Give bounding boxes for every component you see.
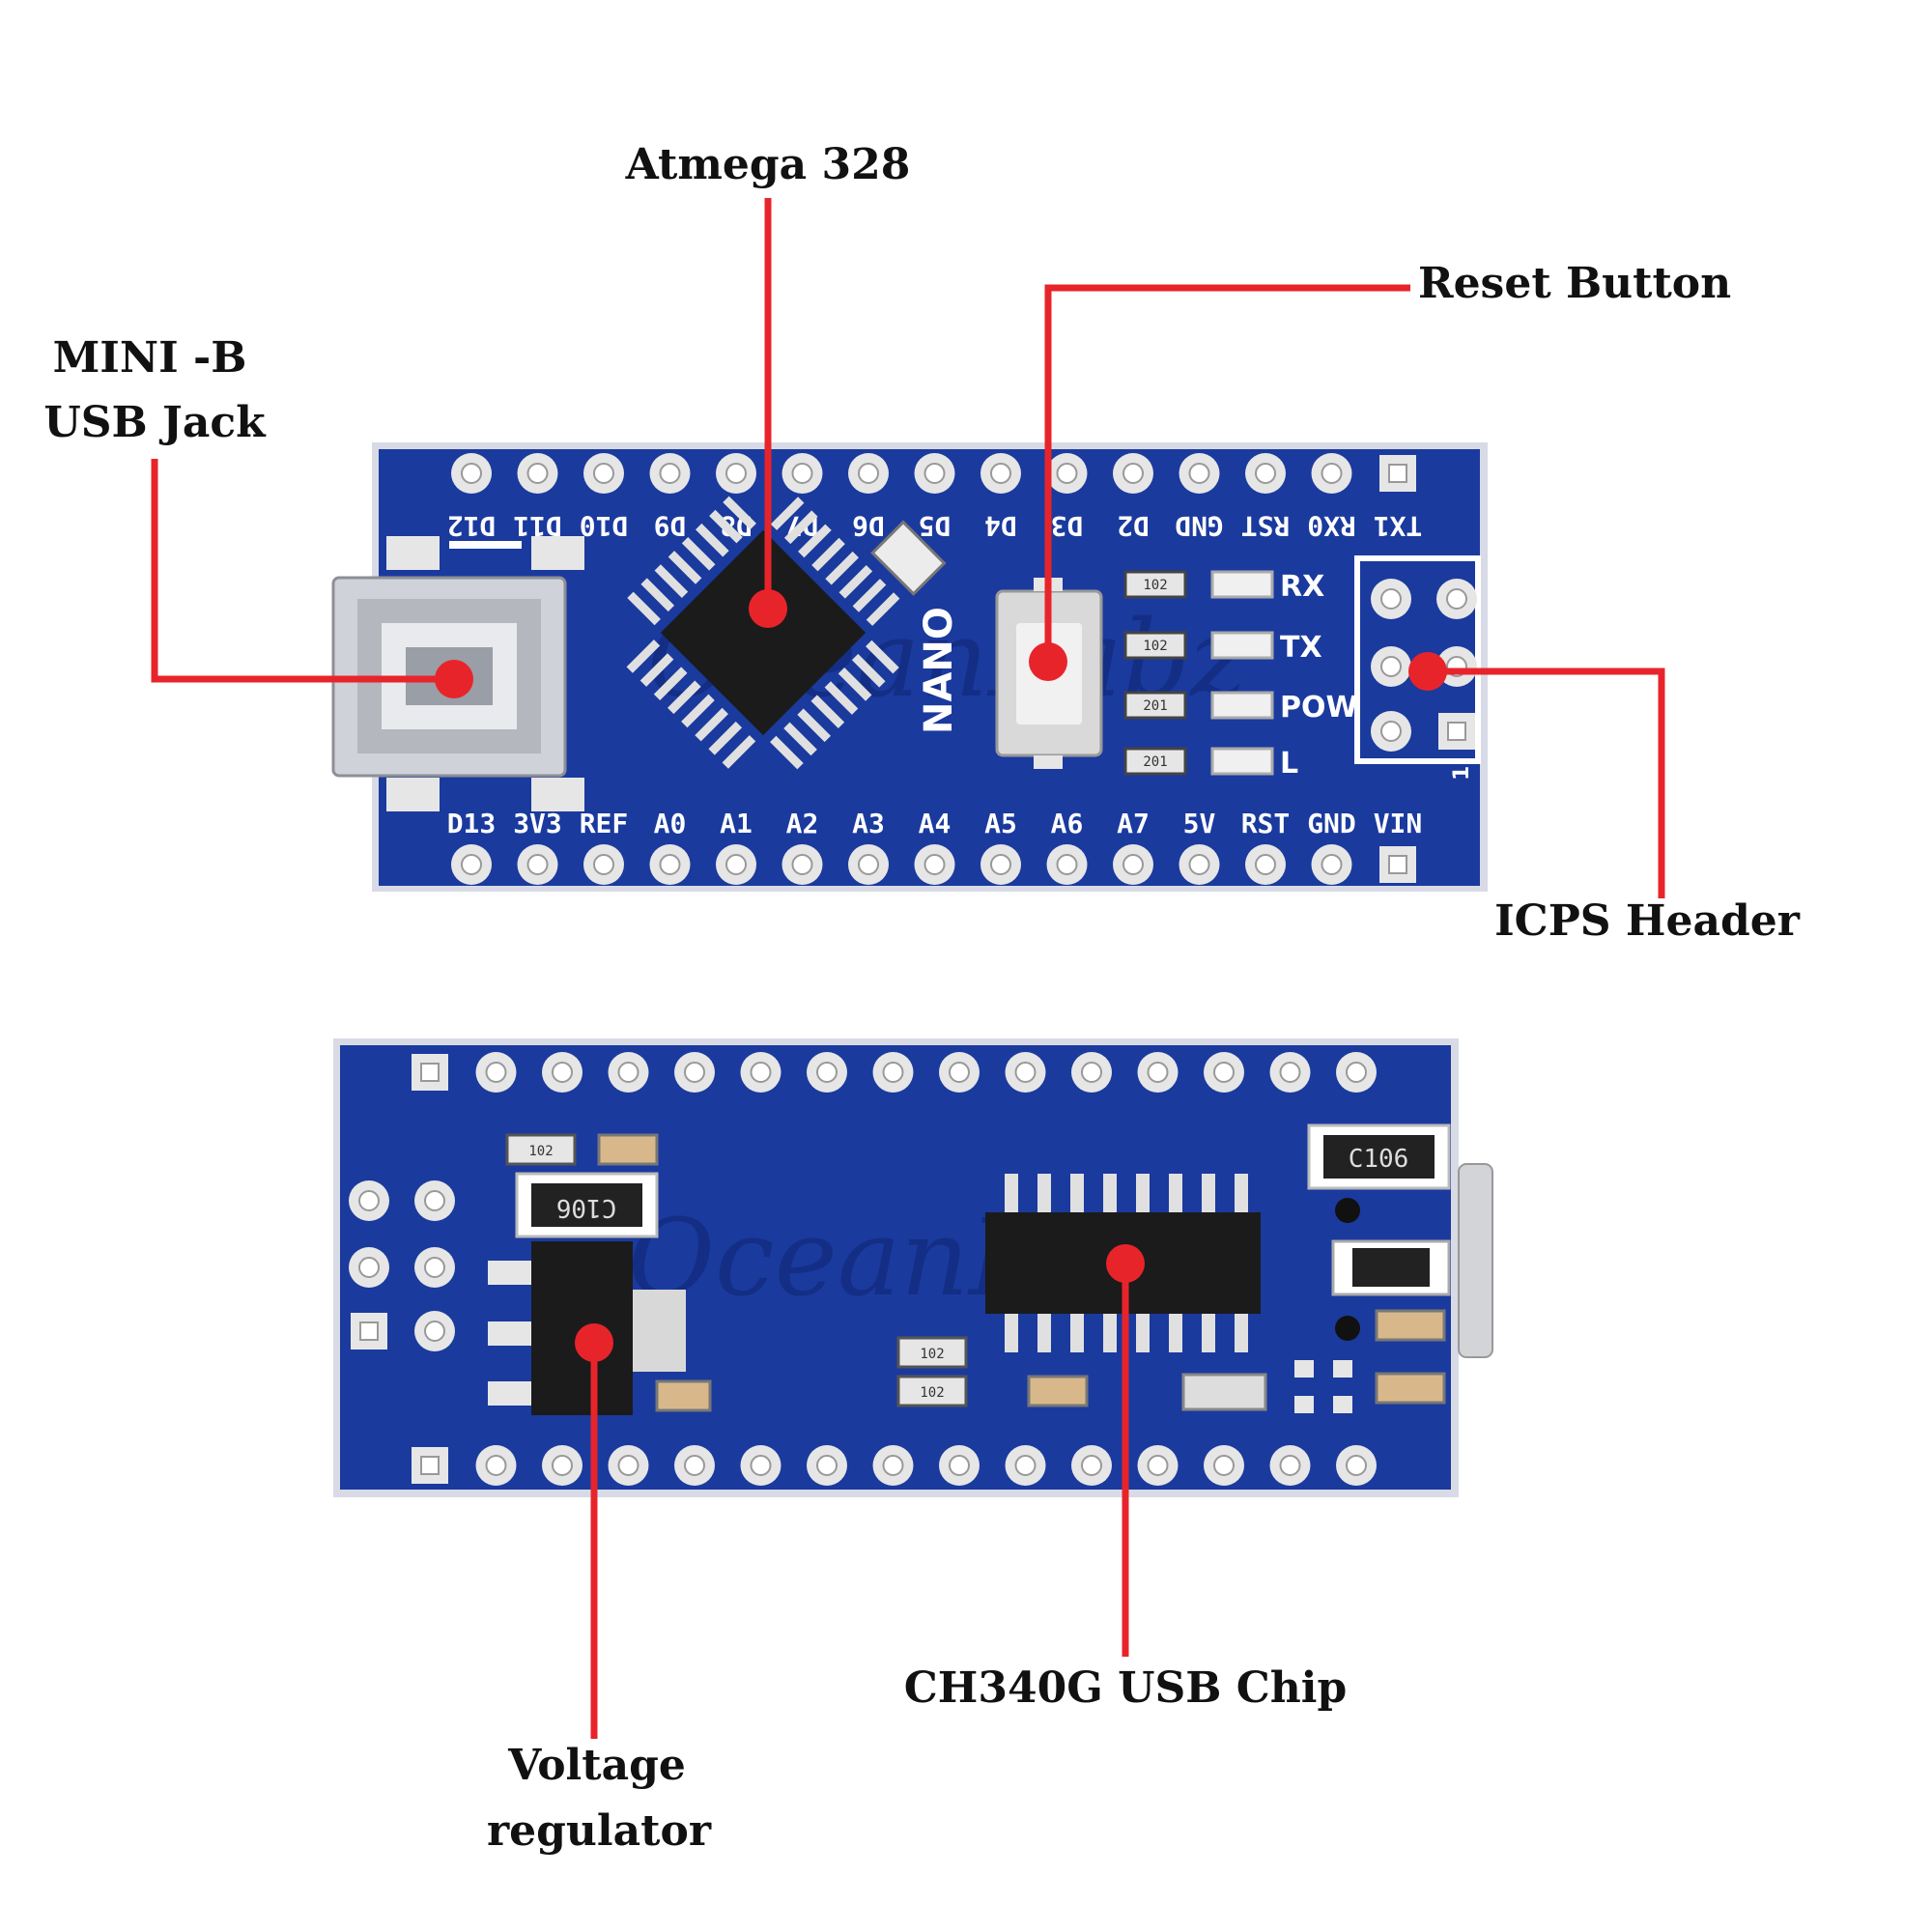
pin-label-bottom: 3V3 xyxy=(513,808,562,839)
icsp-pin1-label: 1 xyxy=(1450,766,1474,781)
label-atmega: Atmega 328 xyxy=(625,140,911,189)
status-led xyxy=(1210,631,1274,660)
resistor xyxy=(1123,691,1187,720)
status-led xyxy=(1210,691,1274,720)
pin-label-bottom: D13 xyxy=(447,808,497,839)
pin-label-bottom: RST xyxy=(1241,808,1291,839)
bottom-smd-parts: 102 102 102 xyxy=(505,1133,1493,1413)
cap-c106-left: C106 xyxy=(515,1172,659,1238)
pin-label-top: D10 xyxy=(580,510,629,542)
cap-label-left: C106 xyxy=(556,1193,617,1222)
led-label: POW xyxy=(1280,691,1358,724)
pin-label-top: D4 xyxy=(984,510,1017,542)
cap-c106-right: C106 xyxy=(1307,1123,1451,1190)
bottom-board-icsp-pads xyxy=(349,1180,455,1351)
top-board: OceanLabz D12D11D10D9D8D7D6D5D4D3D2GNDRS… xyxy=(331,442,1488,892)
pin-label-bottom: A0 xyxy=(654,808,687,839)
pin-label-bottom: VIN xyxy=(1374,808,1423,839)
resistor-code: 102 xyxy=(1143,578,1167,593)
pin-label-bottom: A3 xyxy=(852,808,885,839)
pin-label-bottom: A5 xyxy=(984,808,1017,839)
pin-label-bottom: A1 xyxy=(720,808,753,839)
bottom-pin-labels: D13 3V3 REF A0 A1 A2 A3 A4 A5 A6 A7 5V RST GND VIN xyxy=(447,808,1423,839)
callout-dot-usb-jack xyxy=(435,660,473,698)
bottom-board-bottom-pads xyxy=(412,1445,1377,1486)
callout-line-icsp xyxy=(1428,668,1665,898)
pin-label-bottom: A7 xyxy=(1117,808,1150,839)
pin-label-top: RX0 xyxy=(1307,510,1356,542)
cap-label-right: C106 xyxy=(1349,1145,1409,1174)
led-label: TX xyxy=(1280,631,1322,665)
led-label: L xyxy=(1280,747,1298,781)
status-led xyxy=(1210,570,1274,599)
pin-label-bottom: A2 xyxy=(786,808,819,839)
top-pin-row xyxy=(451,453,1416,494)
pin-label-top: D5 xyxy=(919,510,952,542)
pin-label-top: D9 xyxy=(654,510,687,542)
resistor xyxy=(1123,631,1187,660)
atmega328-chip xyxy=(626,496,900,770)
label-usb-jack-line1: MINI -B xyxy=(53,333,247,383)
pin-label-top: GND xyxy=(1175,510,1224,542)
label-ch340g: CH340G USB Chip xyxy=(904,1663,1347,1713)
callout-dot-regulator xyxy=(575,1323,613,1362)
resistor-code: 201 xyxy=(1143,754,1167,770)
icsp-header: 1 xyxy=(1354,555,1481,781)
pin-label-bottom: GND xyxy=(1307,808,1356,839)
resistor xyxy=(1123,570,1187,599)
pin-label-top: D6 xyxy=(852,510,885,542)
label-regulator-line2: regulator xyxy=(487,1806,712,1856)
status-led xyxy=(1210,747,1274,776)
bottom-board-top-pads xyxy=(412,1052,1377,1093)
pin-label-top: D2 xyxy=(1117,510,1150,542)
callout-line-usb-jack xyxy=(151,459,454,683)
label-usb-jack-line2: USB Jack xyxy=(43,398,267,447)
callout-line-reset xyxy=(1044,284,1410,662)
svg-text:102: 102 xyxy=(528,1144,553,1159)
pin-label-top: D12 xyxy=(447,510,497,542)
top-pin-labels: D12D11D10D9D8D7D6D5D4D3D2GNDRSTRX0TX1 xyxy=(447,510,1423,542)
pin-label-bottom: 5V xyxy=(1183,808,1216,839)
pin-label-bottom: A6 xyxy=(1051,808,1084,839)
callout-dot-icsp xyxy=(1408,652,1447,691)
bottom-pin-row xyxy=(451,844,1416,885)
pin-label-bottom: REF xyxy=(580,808,629,839)
resistor-code: 201 xyxy=(1143,698,1167,714)
resistor-code: 102 xyxy=(1143,639,1167,654)
svg-text:102: 102 xyxy=(920,1385,944,1401)
label-reset-button: Reset Button xyxy=(1418,259,1731,308)
reset-button xyxy=(995,578,1103,769)
voltage-regulator xyxy=(488,1241,686,1415)
bottom-board: OceanLabz C106 C106 102 102 102 xyxy=(333,1038,1493,1497)
resonator xyxy=(870,520,947,596)
pin-label-top: RST xyxy=(1241,510,1291,542)
callout-dot-reset xyxy=(1029,642,1067,681)
led-labels: RX TX POW L xyxy=(1280,570,1358,781)
led-label: RX xyxy=(1280,570,1324,604)
board-name: NANO xyxy=(917,607,961,734)
pin-label-bottom: A4 xyxy=(919,808,952,839)
label-icsp-header: ICPS Header xyxy=(1494,896,1801,946)
resistor xyxy=(1123,747,1187,776)
callout-dots xyxy=(435,589,1447,1362)
status-led-column: 102 102 201 201 xyxy=(1123,570,1274,776)
callout-dot-ch340 xyxy=(1106,1244,1145,1283)
svg-text:102: 102 xyxy=(920,1347,944,1362)
label-regulator-line1: Voltage xyxy=(507,1741,686,1790)
callouts xyxy=(151,198,1665,1739)
callout-dot-atmega xyxy=(749,589,787,628)
pin-label-top: D3 xyxy=(1051,510,1084,542)
pin-label-top: TX1 xyxy=(1374,510,1423,542)
